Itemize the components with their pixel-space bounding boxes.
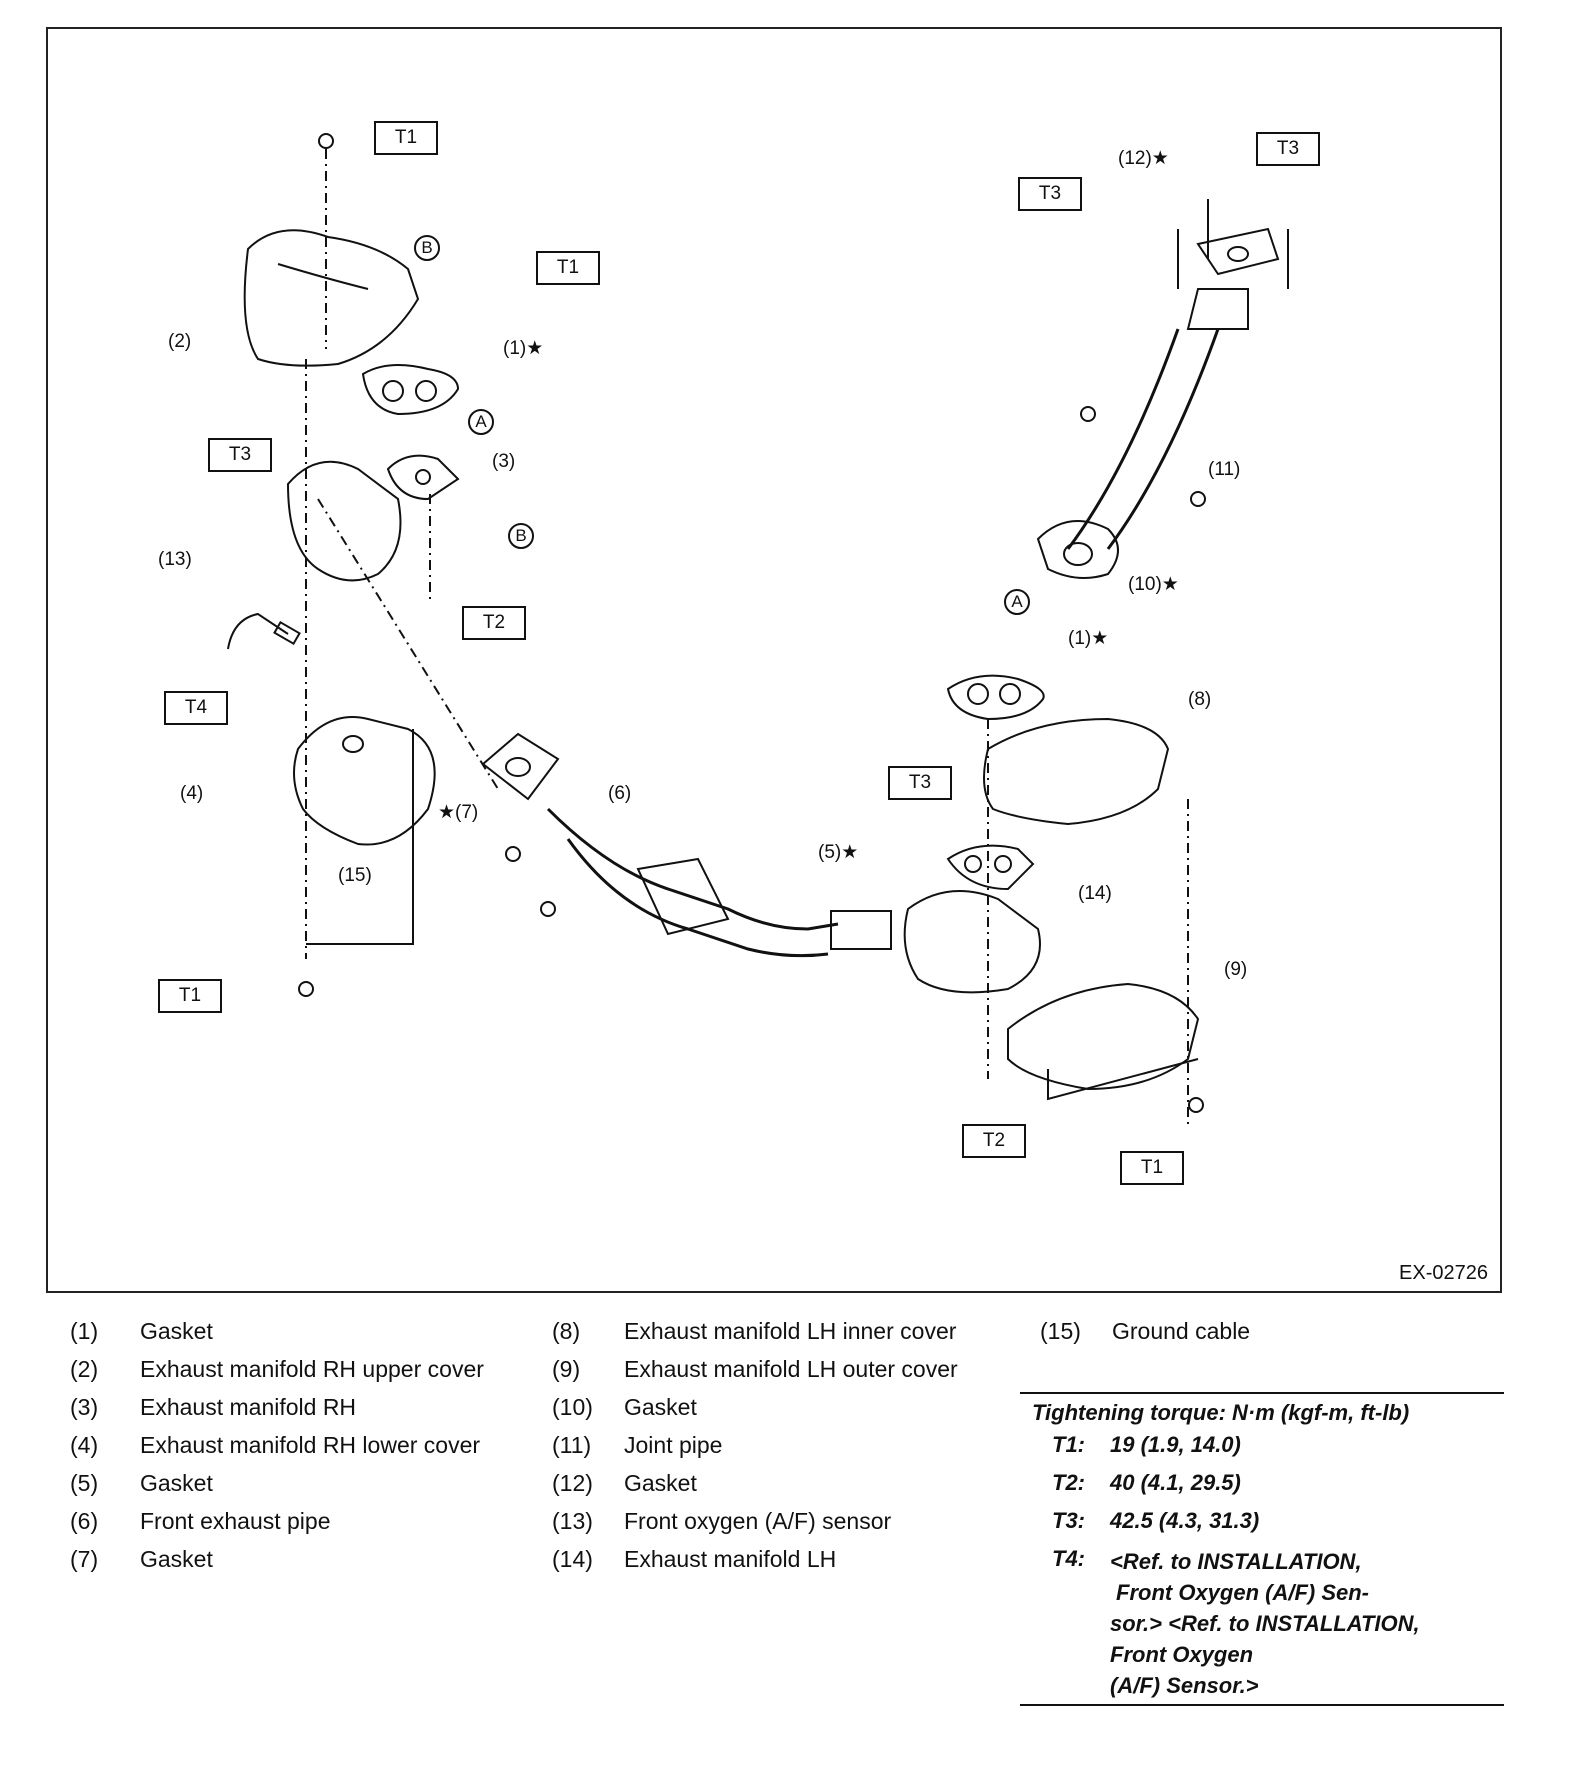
legend-number: (12)	[552, 1470, 593, 1496]
rh-flange-shape	[386, 454, 460, 501]
legend-column-3: (15) Ground cable	[1040, 1318, 1440, 1358]
legend-number: (4)	[70, 1432, 99, 1458]
torque-value-t2: 40 (4.1, 29.5)	[1110, 1470, 1241, 1495]
t4-line: Front Oxygen (A/F) Sen-	[1116, 1580, 1369, 1605]
legend-label: Gasket	[140, 1546, 213, 1572]
callout-1-rh: (1)★	[503, 338, 544, 359]
legend-label: Exhaust manifold RH upper cover	[140, 1356, 484, 1382]
torque-box-t1-upper-right: T1	[536, 251, 600, 285]
torque-heading: Tightening torque: N·m (kgf-m, ft-lb)	[1032, 1400, 1410, 1425]
legend-label: Front exhaust pipe	[140, 1508, 331, 1534]
torque-box-t2-right: T2	[962, 1124, 1026, 1158]
legend-number: (11)	[552, 1432, 592, 1458]
legend-number: (3)	[70, 1394, 99, 1420]
legend-label: Exhaust manifold LH outer cover	[624, 1356, 958, 1382]
torque-box-t4: T4	[164, 691, 228, 725]
legend-column-1: (1) Gasket (2) Exhaust manifold RH upper co…	[70, 1318, 530, 1572]
callout-14: (14)	[1078, 883, 1112, 904]
legend-column-2: (8) Exhaust manifold LH inner cover (9) Exh…	[552, 1318, 1012, 1572]
legend-label: Gasket	[624, 1394, 697, 1420]
callout-1-lh: (1)★	[1068, 628, 1109, 649]
legend-label: Gasket	[624, 1470, 697, 1496]
callout-3: (3)	[492, 451, 516, 472]
rh-lower-cover-shape	[293, 716, 436, 846]
front-exhaust-pipe-shape	[546, 807, 839, 931]
callout-9: (9)	[1224, 959, 1248, 980]
callout-4: (4)	[180, 783, 204, 804]
rh-gasket-shape	[361, 364, 460, 416]
torque-box-t3-upper-middle: T3	[1256, 132, 1320, 166]
legend-number: (15)	[1040, 1318, 1081, 1344]
legend-number: (5)	[70, 1470, 99, 1496]
legend-label: Exhaust manifold LH inner cover	[624, 1318, 957, 1344]
callout-7: ★(7)	[438, 802, 479, 823]
torque-box-t1-bottom-right: T1	[1120, 1151, 1184, 1185]
torque-key-t2: T2:	[1052, 1470, 1085, 1495]
legend-label: Exhaust manifold RH	[140, 1394, 357, 1420]
legend-number: (9)	[552, 1356, 581, 1382]
diagram-drawing	[227, 133, 1289, 1124]
legend-label: Exhaust manifold LH	[624, 1546, 837, 1572]
legend-label: Front oxygen (A/F) sensor	[624, 1508, 892, 1534]
torque-top-rule	[1020, 1392, 1504, 1394]
joint-pipe-shape	[1066, 328, 1180, 550]
callout-6: (6)	[608, 783, 632, 804]
t4-line: <Ref. to INSTALLATION,	[1110, 1549, 1362, 1574]
legend-label: Joint pipe	[624, 1432, 723, 1458]
torque-value-t1: 19 (1.9, 14.0)	[1110, 1432, 1241, 1457]
torque-box-t3-upper-left: T3	[1018, 177, 1082, 211]
legend-number: (8)	[552, 1318, 581, 1344]
legend-label: Ground cable	[1112, 1318, 1251, 1344]
callout-11: (11)	[1208, 459, 1241, 480]
legend-number: (6)	[70, 1508, 99, 1534]
rh-upper-cover-shape	[243, 229, 420, 367]
legend-number: (2)	[70, 1356, 99, 1382]
legend-number: (14)	[552, 1546, 593, 1572]
torque-box-t1-top: T1	[374, 121, 438, 155]
callout-13: (13)	[158, 549, 192, 570]
legend-number: (10)	[552, 1394, 593, 1420]
t4-line: Front Oxygen	[1110, 1642, 1254, 1667]
lh-outer-cover-shape	[1007, 982, 1200, 1091]
marker-b-lower: B	[508, 523, 534, 549]
torque-key-t3: T3:	[1052, 1508, 1085, 1533]
t4-line: sor.> <Ref. to INSTALLATION,	[1110, 1611, 1420, 1636]
callout-15: (15)	[338, 865, 372, 886]
callout-12: (12)★	[1118, 148, 1169, 169]
torque-key-t4: T4:	[1052, 1546, 1085, 1571]
marker-a-lower: A	[1004, 589, 1030, 615]
marker-b-upper: B	[414, 235, 440, 261]
torque-value-t3: 42.5 (4.3, 31.3)	[1110, 1508, 1260, 1533]
torque-box-t3-left: T3	[208, 438, 272, 472]
lh-inner-cover-shape	[983, 717, 1170, 826]
torque-box-t1-bottom-left: T1	[158, 979, 222, 1013]
marker-a-upper: A	[468, 409, 494, 435]
torque-box-t3-middle: T3	[888, 766, 952, 800]
callout-8: (8)	[1188, 689, 1212, 710]
torque-box-t2-left: T2	[462, 606, 526, 640]
torque-table: Tightening torque: N·m (kgf-m, ft-lb) T1…	[1020, 1392, 1504, 1706]
lh-manifold-shape	[903, 890, 1041, 994]
callout-5: (5)★	[818, 842, 859, 863]
legend-number: (1)	[70, 1318, 99, 1344]
legend-number: (7)	[70, 1546, 99, 1572]
torque-bottom-rule	[1020, 1704, 1504, 1706]
legend-label: Gasket	[140, 1470, 213, 1496]
t4-line: (A/F) Sensor.>	[1110, 1673, 1259, 1698]
legend-label: Exhaust manifold RH lower cover	[140, 1432, 481, 1458]
rh-manifold-shape	[286, 460, 402, 582]
torque-key-t1: T1:	[1052, 1432, 1085, 1457]
callout-2: (2)	[168, 331, 192, 352]
o2-sensor-shape	[227, 612, 289, 650]
callout-10: (10)★	[1128, 574, 1179, 595]
legend-label: Gasket	[140, 1318, 213, 1344]
torque-value-t4: <Ref. to INSTALLATION, Front Oxygen (A/F…	[1110, 1546, 1500, 1701]
exploded-diagram: T1 T1 T3 T2 T4 T1 T3 T2 T1 T3 T3 (2) (1)…	[46, 27, 1502, 1293]
figure-code: EX-02726	[1399, 1262, 1488, 1284]
legend-number: (13)	[552, 1508, 593, 1534]
